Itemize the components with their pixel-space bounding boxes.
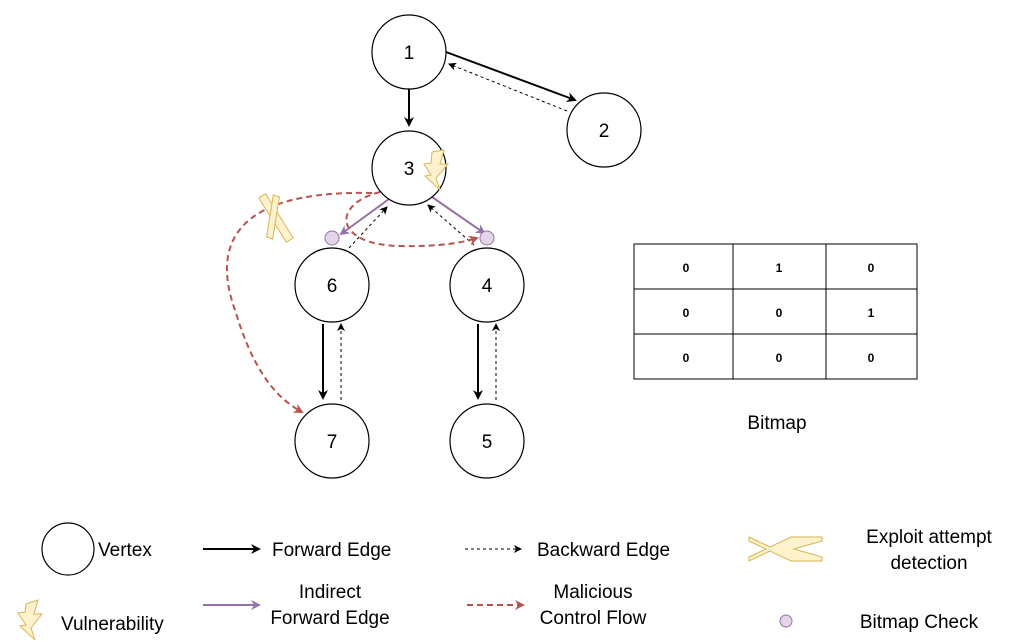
bitmap-check-icon xyxy=(479,230,495,246)
legend: Vertex Forward Edge Backward Edge Exploi… xyxy=(17,522,993,641)
bitmap-cell: 1 xyxy=(868,306,875,320)
backward-edge-2-1 xyxy=(448,62,568,112)
bitmap-table: 0 1 0 0 0 1 0 0 0 xyxy=(633,243,918,380)
vertex-label: 5 xyxy=(482,432,493,453)
vertex-label: 4 xyxy=(482,276,493,297)
vulnerability-icon xyxy=(423,149,450,191)
vertex-label: 1 xyxy=(404,43,415,64)
legend-bitmap-check-label: Bitmap Check xyxy=(860,612,979,633)
legend-indirect-label-line1: Indirect xyxy=(299,582,362,603)
vertex-label: 7 xyxy=(327,432,338,453)
bitmap-cell: 0 xyxy=(776,306,783,320)
legend-vulnerability-label: Vulnerability xyxy=(61,614,164,635)
legend-vertex-label: Vertex xyxy=(98,540,152,561)
malicious-flow-3-7 xyxy=(226,191,373,413)
vertex-label: 2 xyxy=(599,121,610,142)
vertex-5: 5 xyxy=(449,403,525,479)
indirect-edge-3-4 xyxy=(431,196,486,235)
vertex-2: 2 xyxy=(566,92,642,168)
vertex-label: 6 xyxy=(327,276,338,297)
legend-forward-edge-label: Forward Edge xyxy=(272,540,391,561)
backward-edge-4-3 xyxy=(427,204,475,246)
vertex-1: 1 xyxy=(371,14,447,90)
bitmap-check-icon xyxy=(324,230,340,246)
bitmap-cell: 0 xyxy=(868,261,875,275)
vertex-3: 3 xyxy=(371,130,447,206)
vertex-6: 6 xyxy=(294,247,370,323)
bitmap-cell: 0 xyxy=(683,306,690,320)
legend-vulnerability-icon xyxy=(17,599,44,641)
legend-exploit-label-line1: Exploit attempt xyxy=(866,527,992,548)
forward-edge-1-2 xyxy=(445,51,577,102)
bitmap-cell: 1 xyxy=(776,261,783,275)
legend-bitmap-check-icon xyxy=(779,614,793,628)
vertex-4: 4 xyxy=(449,247,525,323)
malicious-flow-3-4 xyxy=(345,191,479,248)
bitmap-cell: 0 xyxy=(868,351,875,365)
legend-vertex-symbol xyxy=(41,522,95,576)
bitmap-cell: 0 xyxy=(776,351,783,365)
bitmap-cell: 0 xyxy=(683,351,690,365)
legend-backward-edge-label: Backward Edge xyxy=(537,540,670,561)
legend-malicious-label-line2: Control Flow xyxy=(540,608,647,629)
legend-exploit-label-line2: detection xyxy=(890,553,967,574)
vertex-label: 3 xyxy=(404,159,415,180)
exploit-detection-icon xyxy=(258,193,294,243)
bitmap-cell: 0 xyxy=(683,261,690,275)
edges xyxy=(226,51,577,413)
vertex-7: 7 xyxy=(294,403,370,479)
legend-exploit-detection-icon xyxy=(748,536,823,562)
legend-indirect-label-line2: Forward Edge xyxy=(270,608,389,629)
legend-malicious-label-line1: Malicious xyxy=(553,582,632,603)
bitmap-caption: Bitmap xyxy=(747,413,806,434)
